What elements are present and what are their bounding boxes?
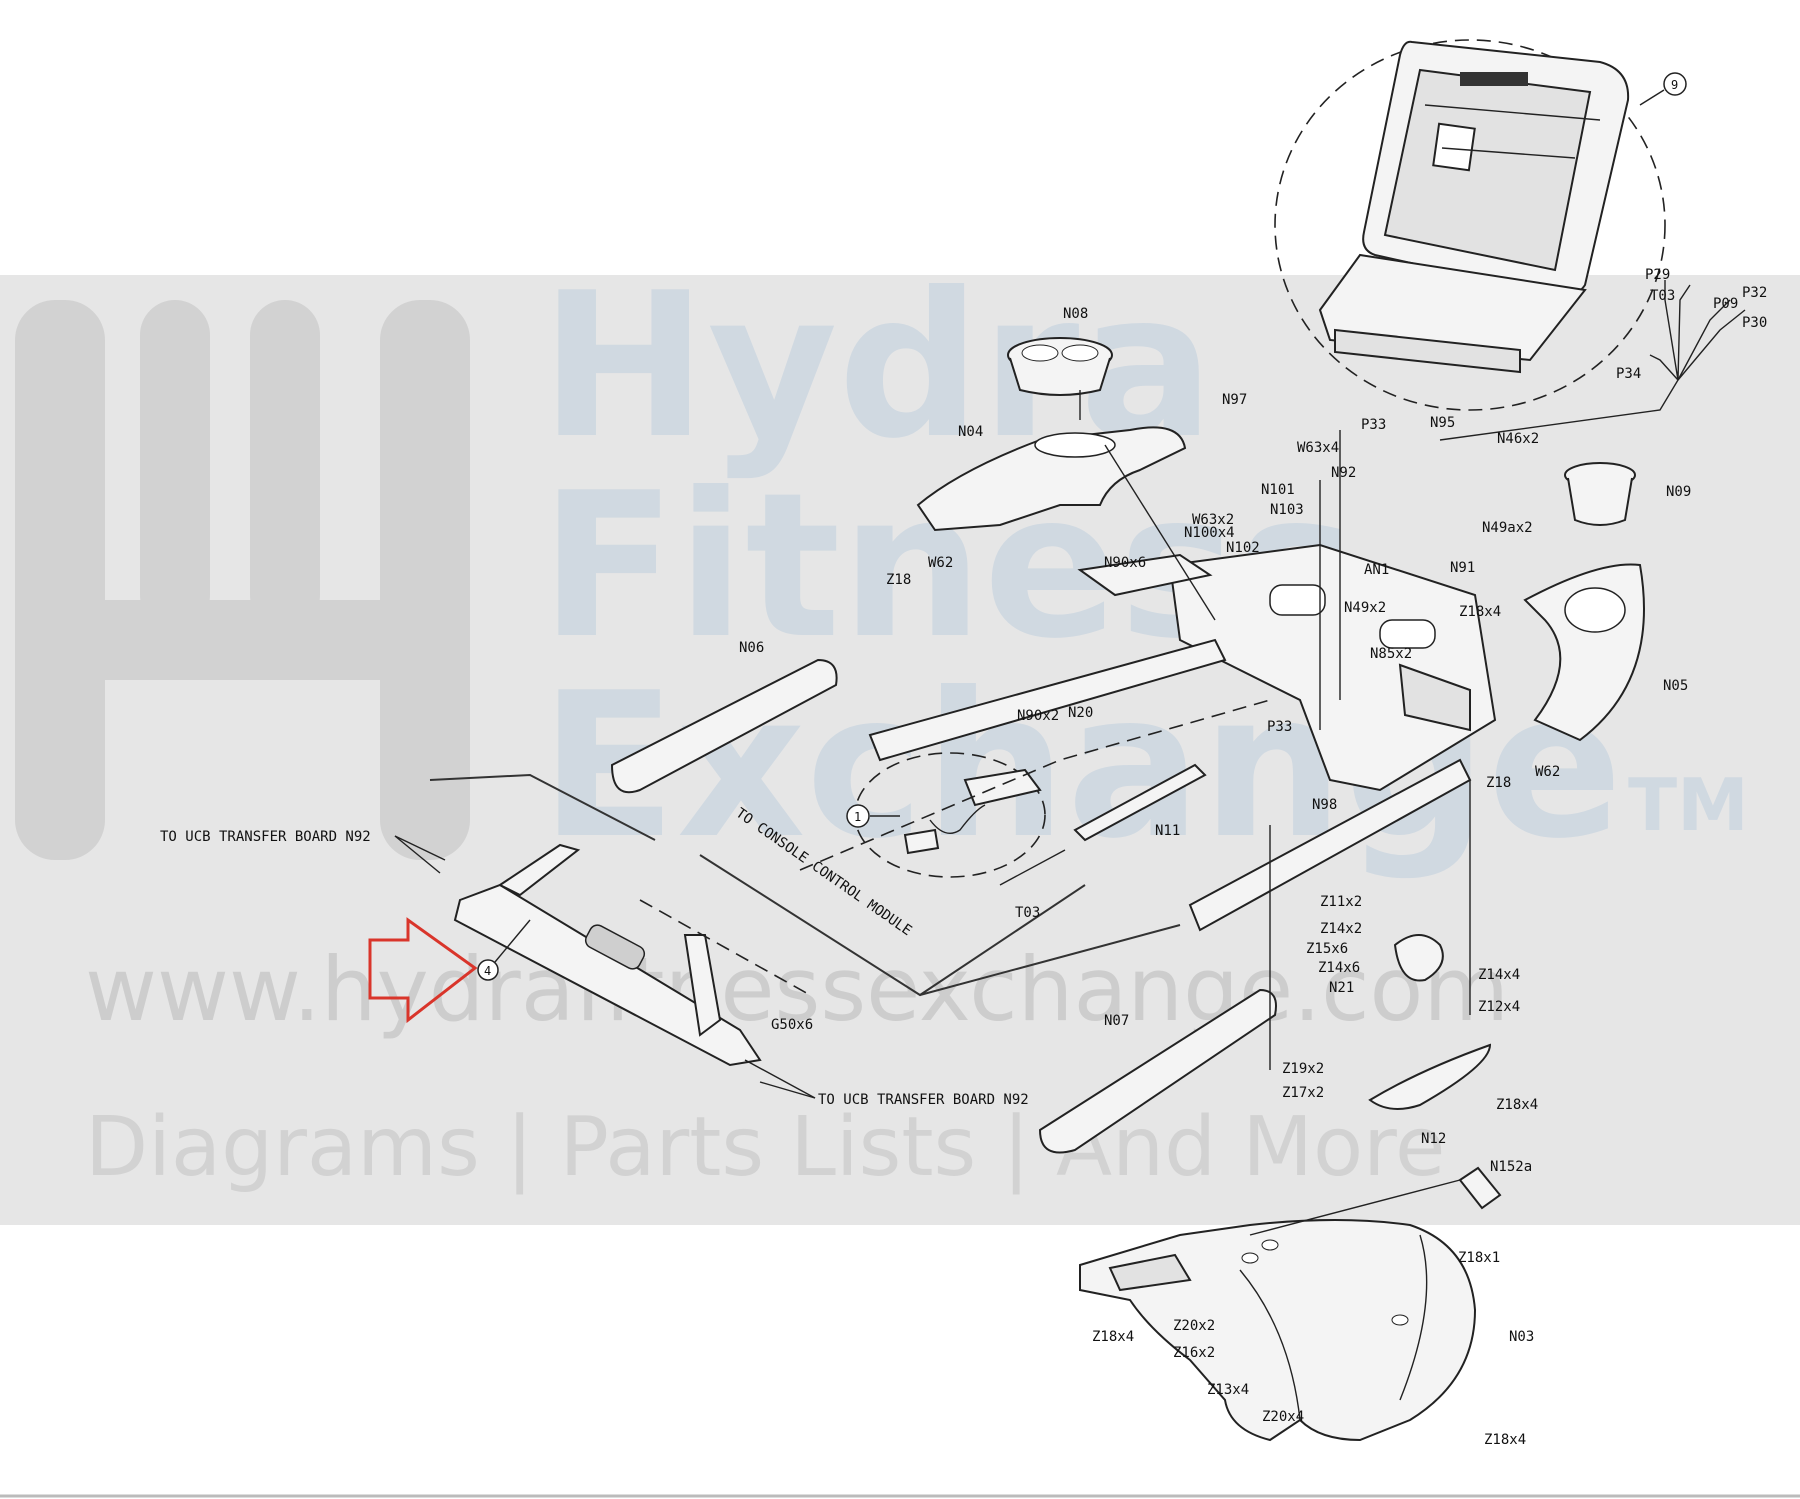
note-ucb-left: TO UCB TRANSFER BOARD N92: [160, 829, 371, 845]
label-W63x2: W63x2: [1192, 512, 1234, 528]
label-P34: P34: [1616, 366, 1641, 382]
part-N11: [1073, 763, 1207, 842]
label-Z15x6: Z15x6: [1306, 941, 1348, 957]
label-Z14x6: Z14x6: [1318, 960, 1360, 976]
label-Z20x4: Z20x4: [1262, 1409, 1304, 1425]
label-N102: N102: [1226, 540, 1260, 556]
label-W62a: W62: [928, 555, 953, 571]
part-N06: [610, 658, 838, 794]
label-W63x4: W63x4: [1297, 440, 1339, 456]
part-N04-cover: [916, 426, 1187, 532]
label-N03: N03: [1509, 1329, 1534, 1345]
label-Z18x1: Z18x1: [1458, 1250, 1500, 1266]
label-P32: P32: [1742, 285, 1767, 301]
console-assembly: [1318, 40, 1630, 374]
label-Z13x4: Z13x4: [1207, 1382, 1249, 1398]
label-AN1: AN1: [1364, 562, 1389, 578]
label-N100x4: N100x4: [1184, 525, 1235, 541]
callout-circle-module: [846, 804, 870, 828]
part-N07: [1038, 988, 1277, 1154]
label-P33a: P33: [1361, 417, 1386, 433]
label-G50x6: G50x6: [771, 1017, 813, 1033]
label-N20: N20: [1068, 705, 1093, 721]
label-N152a: N152a: [1490, 1159, 1532, 1175]
label-Z18x4c: Z18x4: [1092, 1329, 1134, 1345]
callout-handlebar: 4: [484, 964, 491, 978]
control-module: [903, 768, 1042, 855]
handlebar-assembly: [453, 843, 762, 1067]
label-N21: N21: [1329, 980, 1354, 996]
label-N11: N11: [1155, 823, 1180, 839]
callout-circle-console: [1663, 72, 1687, 96]
label-N98: N98: [1312, 797, 1337, 813]
label-N12: N12: [1421, 1131, 1446, 1147]
label-N09: N09: [1666, 484, 1691, 500]
label-Z19x2: Z19x2: [1282, 1061, 1324, 1077]
watermark-url: www.hydrafitnessexchange.com: [85, 938, 1509, 1041]
label-W62b: W62: [1535, 764, 1560, 780]
label-P09: P09: [1713, 296, 1738, 312]
label-N91: N91: [1450, 560, 1475, 576]
part-N03-shroud: [1079, 1219, 1477, 1442]
label-Z14x4: Z14x4: [1478, 967, 1520, 983]
part-N08-cupholder: [1007, 337, 1113, 396]
label-Z18b: Z18: [1486, 775, 1511, 791]
watermark-tagline: Diagrams | Parts Lists | And More: [85, 1100, 1446, 1195]
part-N09-cup: [1564, 462, 1636, 526]
label-Z18x4d: Z18x4: [1484, 1432, 1526, 1448]
label-N05: N05: [1663, 678, 1688, 694]
label-Z18x4b: Z18x4: [1496, 1097, 1538, 1113]
part-N152a: [1458, 1166, 1502, 1210]
label-N90x2: N90x2: [1017, 708, 1059, 724]
label-N90x6: N90x6: [1104, 555, 1146, 571]
label-Z18a: Z18: [886, 572, 911, 588]
label-N06: N06: [739, 640, 764, 656]
part-N21: [1393, 934, 1444, 982]
console-detail-circle: [1274, 39, 1666, 411]
label-N97: N97: [1222, 392, 1247, 408]
main-frame: [868, 543, 1497, 932]
label-Z18x4a: Z18x4: [1459, 604, 1501, 620]
label-N95: N95: [1430, 415, 1455, 431]
label-T03a: T03: [1650, 288, 1675, 304]
hydra-trident-logo: [15, 300, 470, 860]
label-P33b: P33: [1267, 719, 1292, 735]
label-T03b: T03: [1015, 905, 1040, 921]
label-N92: N92: [1331, 465, 1356, 481]
callout-console: 9: [1671, 78, 1678, 92]
label-N103: N103: [1270, 502, 1304, 518]
label-P30: P30: [1742, 315, 1767, 331]
note-ucb-right: TO UCB TRANSFER BOARD N92: [818, 1092, 1029, 1108]
label-N46x2: N46x2: [1497, 431, 1539, 447]
watermark-tm: TM: [1628, 763, 1749, 847]
callout-control-module: 1: [854, 810, 861, 824]
part-N12: [1368, 1043, 1492, 1110]
label-N04: N04: [958, 424, 983, 440]
label-Z16x2: Z16x2: [1173, 1345, 1215, 1361]
label-N49ax2: N49ax2: [1482, 520, 1533, 536]
label-Z11x2: Z11x2: [1320, 894, 1362, 910]
label-N49x2: N49x2: [1344, 600, 1386, 616]
label-Z14x2: Z14x2: [1320, 921, 1362, 937]
label-N85x2: N85x2: [1370, 646, 1412, 662]
label-Z12x4: Z12x4: [1478, 999, 1520, 1015]
label-P29: P29: [1645, 267, 1670, 283]
label-Z17x2: Z17x2: [1282, 1085, 1324, 1101]
callout-circle-handlebar: [477, 959, 499, 981]
red-pointer-arrow: [368, 917, 478, 1024]
label-Z20x2a: Z20x2: [1173, 1318, 1215, 1334]
label-N07: N07: [1104, 1013, 1129, 1029]
label-N101: N101: [1261, 482, 1295, 498]
label-N08: N08: [1063, 306, 1088, 322]
